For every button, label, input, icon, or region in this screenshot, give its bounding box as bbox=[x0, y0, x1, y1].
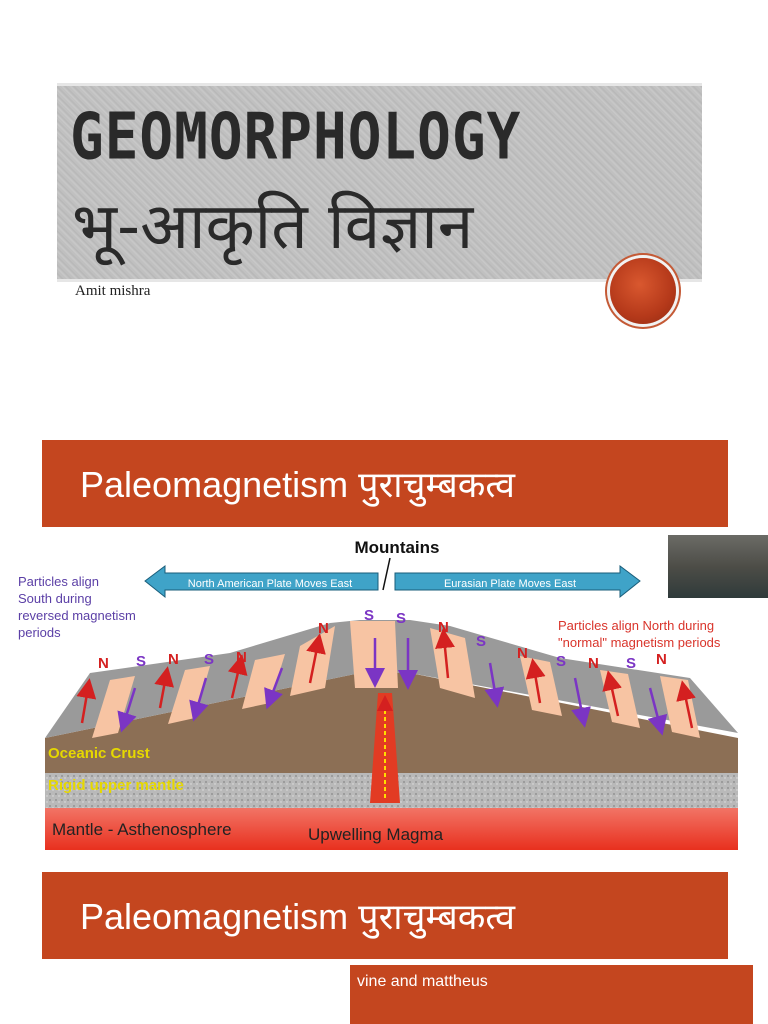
paleomagnetism-banner-top: Paleomagnetism पुराचुम्बकत्व bbox=[42, 440, 728, 527]
author-name: Amit mishra bbox=[75, 283, 150, 300]
oceanic-crust-label: Oceanic Crust bbox=[48, 745, 150, 762]
svg-text:N: N bbox=[98, 655, 109, 672]
plate-right-label: Eurasian Plate Moves East bbox=[444, 578, 576, 590]
right-note: Particles align North during "normal" ma… bbox=[558, 618, 721, 650]
banner-title-2: Paleomagnetism पुराचुम्बकत्व bbox=[80, 891, 515, 940]
decorative-circle bbox=[610, 258, 676, 324]
svg-text:S: S bbox=[626, 655, 636, 672]
rigid-mantle-label: Rigid upper mantle bbox=[48, 777, 184, 794]
svg-text:S: S bbox=[476, 633, 486, 650]
mountains-label: Mountains bbox=[355, 538, 440, 557]
svg-text:S: S bbox=[396, 610, 406, 627]
svg-text:N: N bbox=[438, 619, 449, 636]
svg-text:Particles align: Particles align bbox=[18, 574, 99, 589]
paleomagnetism-banner-bottom: Paleomagnetism पुराचुम्बकत्व bbox=[42, 872, 728, 959]
svg-text:S: S bbox=[136, 653, 146, 670]
left-note: Particles align South during reversed ma… bbox=[18, 574, 136, 640]
slide-title-hindi: भू-आकृति विज्ञान bbox=[72, 180, 473, 267]
note-box: vine and mattheus bbox=[350, 965, 753, 1024]
photo-thumbnail bbox=[668, 535, 768, 598]
svg-text:N: N bbox=[236, 649, 247, 666]
asthenosphere-label: Mantle - Asthenosphere bbox=[52, 820, 232, 839]
svg-text:N: N bbox=[168, 651, 179, 668]
banner-title: Paleomagnetism पुराचुम्बकत्व bbox=[80, 459, 515, 508]
svg-text:South during: South during bbox=[18, 591, 92, 606]
svg-text:S: S bbox=[556, 653, 566, 670]
svg-text:N: N bbox=[588, 655, 599, 672]
svg-text:N: N bbox=[318, 620, 329, 637]
svg-text:reversed magnetism: reversed magnetism bbox=[18, 608, 136, 623]
upwelling-magma-label: Upwelling Magma bbox=[308, 825, 444, 844]
svg-text:S: S bbox=[204, 651, 214, 668]
svg-text:N: N bbox=[656, 651, 667, 668]
svg-text:periods: periods bbox=[18, 625, 61, 640]
svg-text:N: N bbox=[517, 645, 528, 662]
svg-text:S: S bbox=[364, 607, 374, 624]
svg-text:Particles align North during: Particles align North during bbox=[558, 618, 714, 633]
north-american-plate-arrow: North American Plate Moves East bbox=[145, 566, 378, 597]
plate-left-label: North American Plate Moves East bbox=[188, 578, 352, 590]
seafloor-spreading-diagram: North American Plate Moves East Eurasian… bbox=[0, 528, 744, 868]
eurasian-plate-arrow: Eurasian Plate Moves East bbox=[395, 566, 640, 597]
svg-text:"normal" magnetism periods: "normal" magnetism periods bbox=[558, 635, 721, 650]
slide-title-english: GEOMORPHOLOGY bbox=[70, 100, 521, 175]
